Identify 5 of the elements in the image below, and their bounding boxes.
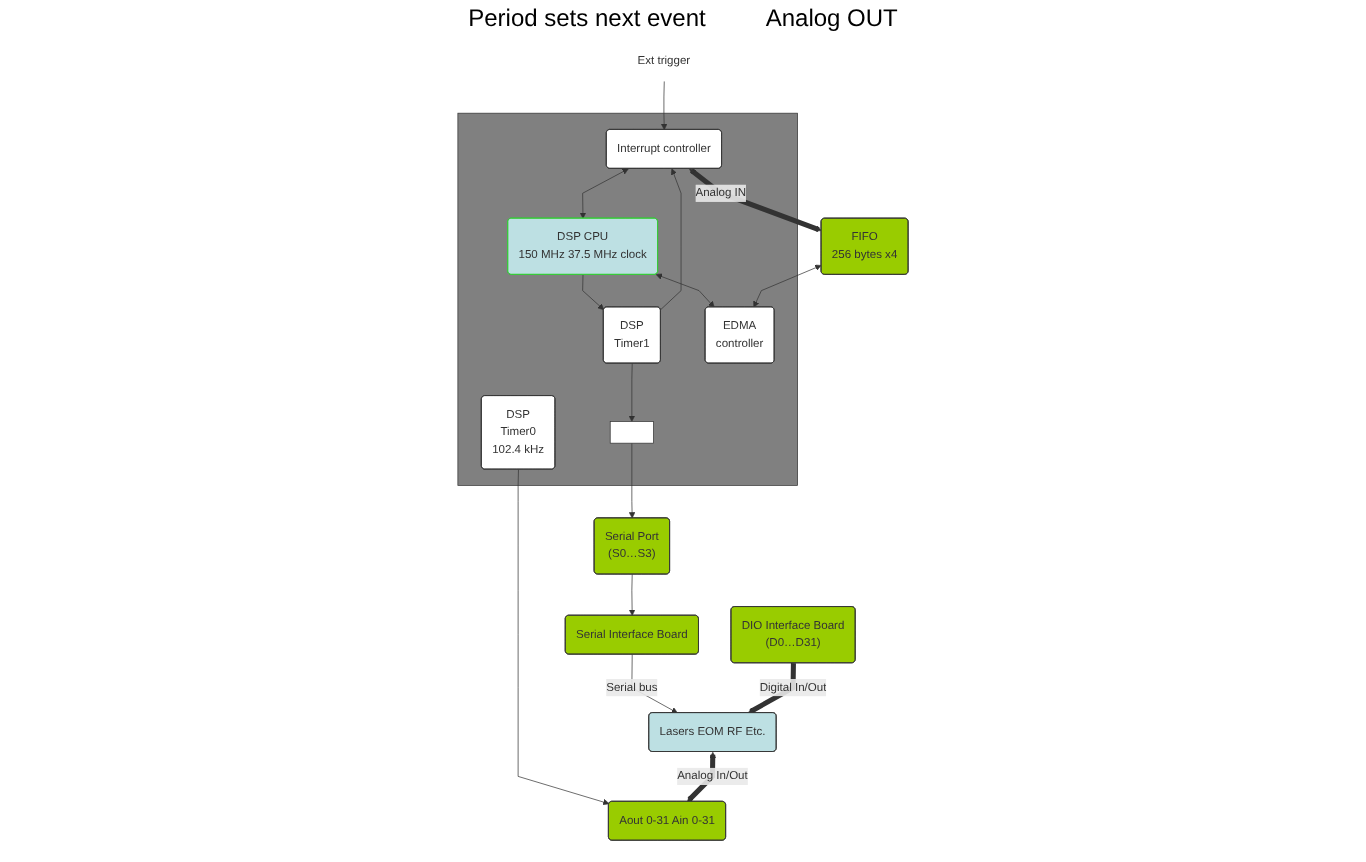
node-box [609,421,654,444]
note-text: Period sets next event [468,4,706,32]
arrow [689,168,822,232]
note-text: Analog OUT [765,4,898,32]
cluster [457,112,798,486]
